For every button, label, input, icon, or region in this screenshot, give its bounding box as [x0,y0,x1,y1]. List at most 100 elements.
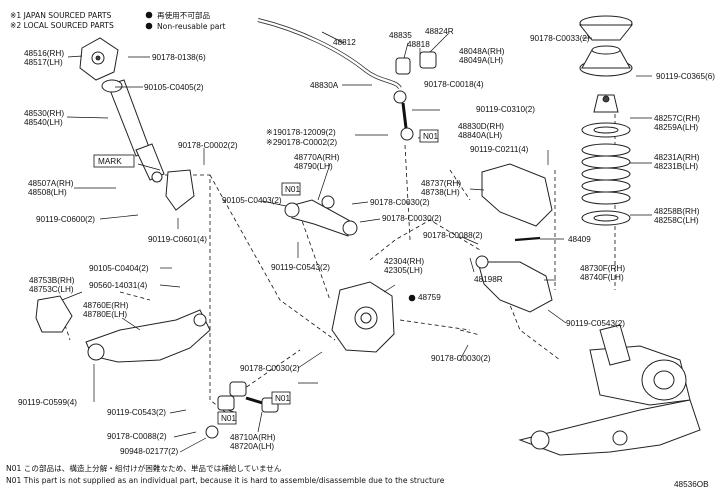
nut-90948 [205,425,219,439]
label-48760: 48760E(RH) [83,301,129,310]
label-n01-c: N01 [221,414,236,423]
label-90178-0030-d: 90178-C0030(2) [431,354,491,363]
label-48753c: 48753C(LH) [29,285,74,294]
label-90178-0018: 90178-C0018(4) [424,80,484,89]
label-48830: 48830A [310,81,339,90]
label-48737: 48737(RH) [421,179,461,188]
label-48258c: 48258C(LH) [654,216,699,225]
label-48198: 48198R [474,275,503,284]
n01-box-3 [217,411,237,425]
footer: N01 この部品は、構造上分解・組付けが困難なため、単品では補給していません N… [6,463,709,489]
label-48258: 48258B(RH) [654,207,700,216]
label-48409: 48409 [568,235,591,244]
trailing-arm-48730 [477,261,553,313]
legend-japan-sourced: ※1 JAPAN SOURCED PARTS [10,11,112,20]
label-48770: 48770A(RH) [294,153,340,162]
label-48048: 48048A(RH) [459,47,505,56]
label-48759: 48759 [418,293,441,302]
bracket-48824 [419,51,437,69]
label-n01-b: N01 [285,185,300,194]
upper-arm-48770 [284,195,358,237]
leader-lines [61,31,652,453]
label-90178-0033: 90178-C0033(2) [530,34,590,43]
label-48824: 48824R [425,27,454,36]
legend-local-sourced: ※2 LOCAL SOURCED PARTS [10,21,114,30]
label-90178-0030-b: 90178-C0030(2) [382,214,442,223]
label-90178-0138: 90178-0138(6) [152,53,206,62]
parts-artwork [35,15,701,456]
label-90119-0543-a: 90119-C0543(2) [271,263,330,272]
label-48508: 48508(LH) [28,188,67,197]
label-48740: 48740F(LH) [580,273,624,282]
assembled-view [518,324,701,456]
label-42304: 42304(RH) [384,257,424,266]
bracket-48507 [165,169,195,211]
label-42305: 42305(LH) [384,266,423,275]
label-48835: 48835 [389,31,412,40]
label-48818: 48818 [407,40,430,49]
label-48730: 48730F(RH) [580,264,625,273]
footer-note-ja: N01 この部品は、構造上分解・組付けが困難なため、単品では補給していません [6,463,282,473]
non-reusable-markers [408,294,416,302]
lower-arm-cover-48753 [35,295,73,333]
label-48780: 48780E(LH) [83,310,127,319]
bolt-48409 [514,236,541,242]
label-90119-0601: 90119-C0601(4) [148,235,207,244]
label-48840: 48840A(LH) [458,131,502,140]
label-90119-0365: 90119-C0365(6) [656,72,715,81]
label-90119-0599: 90119-C0599(4) [18,398,77,407]
label-48812: 48812 [333,38,356,47]
lower-arm-48760 [85,309,211,363]
label-90178-0088-a: 90178-C0088(2) [423,231,483,240]
label-48753b: 48753B(RH) [29,276,75,285]
non-reusable-dot-icon-2 [145,22,153,30]
label-90119-0543-b: 90119-C0543(2) [566,319,625,328]
label-90105-0405: 90105-C0405(2) [144,83,204,92]
label-48540: 48540(LH) [24,118,63,127]
label-n01-d: N01 [275,394,290,403]
label-90560: 90560-14031(4) [89,281,148,290]
label-90119-0211: 90119-C0211(4) [470,145,529,154]
label-mark: MARK [98,157,122,166]
label-90178-0030-a: 90178-C0030(2) [370,198,430,207]
label-48257: 48257C(RH) [654,114,700,123]
label-48830d: 48830D(RH) [458,122,504,131]
label-48517: 48517(LH) [24,58,63,67]
coil-spring-48231 [581,143,631,205]
legend-non-reusable-ja: 再使用不可部品 [157,10,211,20]
legend: ※1 JAPAN SOURCED PARTS ※2 LOCAL SOURCED … [10,10,226,31]
legend-non-reusable-en: Non-reusable part [157,22,226,31]
label-48530: 48530(RH) [24,109,64,118]
mark-box [93,154,135,168]
label-90119-0600: 90119-C0600(2) [36,215,95,224]
label-90119-0310: 90119-C0310(2) [476,105,535,114]
label-90178-0002: 90178-C0002(2) [178,141,238,150]
label-90105-0404: 90105-C0404(2) [89,264,149,273]
stabilizer-link-48830 [393,90,414,141]
label-48231b: 48231B(LH) [654,162,698,171]
label-48790: 48790(LH) [294,162,333,171]
label-48049: 48049A(LH) [459,56,503,65]
knuckle-42304 [331,281,395,353]
upper-support [578,15,634,77]
label-48516: 48516(RH) [24,49,64,58]
label-190178: ※190178-12009(2) [266,128,336,137]
non-reusable-dot-icon [145,11,153,19]
label-48507: 48507A(RH) [28,179,74,188]
shock-absorber-48530 [101,79,165,183]
label-90119-0543-c: 90119-C0543(2) [107,408,166,417]
toe-control-arm-48710 [217,381,279,413]
bump-stopper [593,94,619,113]
label-48738: 48738(LH) [421,188,460,197]
label-90948: 90948-02177(2) [120,447,179,456]
label-48710: 48710A(RH) [230,433,276,442]
label-48720: 48720A(LH) [230,442,274,451]
label-90105-0403: 90105-C0403(2) [222,196,282,205]
label-48259: 48259A(LH) [654,123,698,132]
n01-box-1 [419,129,439,143]
diagram-id: 48536OB [674,480,709,489]
arm-cover-48737 [481,163,553,227]
n01-box-4 [271,391,291,405]
n01-box-2 [281,182,301,196]
